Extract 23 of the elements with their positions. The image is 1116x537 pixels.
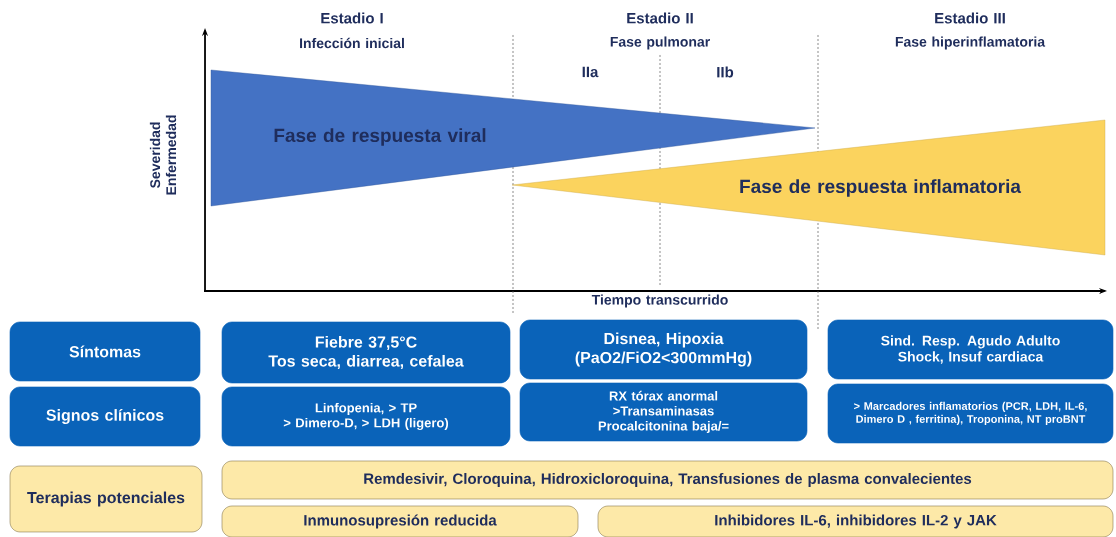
rounded-box: Signos clínicos	[9, 386, 201, 447]
rounded-box: Disnea, Hipoxia (PaO2/FiO2<300mmHg)	[519, 319, 808, 380]
axis-label: Severidad Enfermedad	[149, 115, 177, 195]
stage-label: Estadio II	[627, 12, 693, 24]
stage-label: Fase hiperinflamatoria	[895, 36, 1046, 50]
stage-label: Estadio III	[935, 12, 1005, 24]
phase-triangle: Fase de respuesta inflamatoria	[511, 119, 1106, 256]
rounded-box: Sind. Resp. Agudo Adulto Shock, Insuf cardiaca	[827, 319, 1114, 380]
rounded-box: > Marcadores inflamatorios (PCR, LDH, IL-6, Dimero D , ferritina), Troponina, NT proBNT	[827, 383, 1114, 444]
rounded-box: Inhibidores IL-6, inhibidores IL-2 y JAK	[597, 505, 1114, 537]
rounded-box: Linfopenia, > TP > Dimero-D, > LDH (ligero)	[221, 386, 511, 447]
substage-label: IIb	[717, 66, 734, 78]
stage-label: Fase pulmonar	[610, 36, 710, 50]
rounded-box: Terapias potenciales	[9, 465, 203, 533]
substage-label: IIa	[582, 66, 599, 78]
stage-label: Estadio I	[321, 12, 383, 24]
rounded-box: Remdesivir, Cloroquina, Hidroxicloroquina, Transfusiones de plasma convalecientes	[221, 460, 1114, 500]
rounded-box: Inmunosupresión reducida	[221, 505, 579, 537]
stage-label: Infección inicial	[300, 37, 404, 49]
axis-label: Tiempo transcurrido	[591, 294, 728, 308]
rounded-box: RX tórax anormal >Transaminasas Procalcitonina baja/=	[519, 382, 808, 442]
rounded-box: Síntomas	[9, 321, 201, 382]
rounded-box: Fiebre 37,5°C Tos seca, diarrea, cefalea	[221, 321, 511, 384]
